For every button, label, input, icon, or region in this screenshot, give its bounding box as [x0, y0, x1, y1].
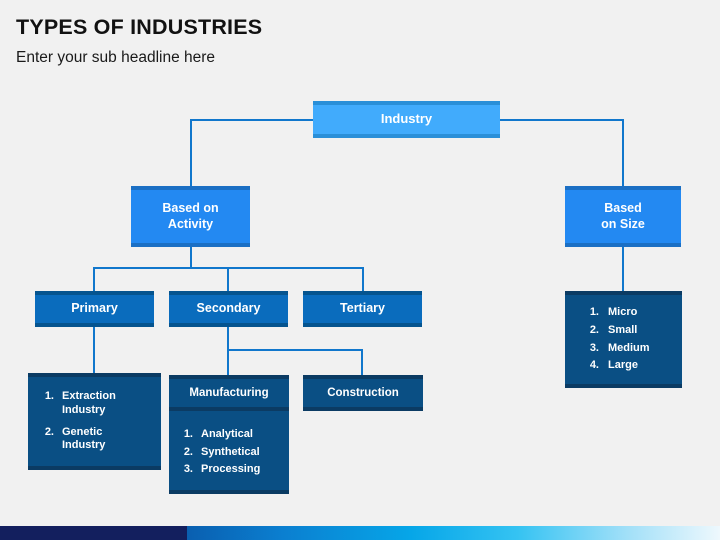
- node-edge-top: [565, 186, 681, 190]
- list-item-number: 4.: [589, 359, 599, 372]
- node-edge-top: [313, 101, 500, 105]
- connector-industry-to-activity-vertical: [190, 119, 192, 186]
- node-manufacturing[interactable]: Manufacturing: [169, 375, 289, 411]
- connector-industry-to-activity-horizontal: [190, 119, 314, 121]
- list-item-text: Synthetical: [201, 445, 260, 458]
- connector-secondary-drop: [227, 327, 229, 351]
- size-detail-list: 1. Micro 2. Small 3. Medium 4. Large: [565, 306, 682, 373]
- node-tertiary[interactable]: Tertiary: [303, 291, 422, 327]
- node-based-on-activity-label-line2: Activity: [167, 216, 214, 231]
- list-item-text-line2: Industry: [62, 403, 106, 416]
- list-item: 3. Processing: [181, 463, 261, 477]
- list-item-number: 3.: [183, 463, 193, 476]
- node-edge-bottom: [35, 323, 154, 327]
- node-manufacturing-label: Manufacturing: [189, 386, 269, 399]
- list-item-text: Genetic Industry: [62, 426, 105, 453]
- node-edge-bottom: [169, 407, 289, 411]
- node-secondary[interactable]: Secondary: [169, 291, 288, 327]
- list-item-text-line1: Extraction: [62, 390, 116, 403]
- list-item: 2. Genetic Industry: [40, 425, 106, 453]
- node-edge-bottom: [565, 243, 681, 247]
- manufacturing-detail-list: 1. Analytical 2. Synthetical 3. Processi…: [169, 428, 289, 477]
- list-item-number: 1.: [183, 428, 193, 441]
- node-edge-top: [131, 186, 250, 190]
- list-item-number: 1.: [44, 390, 54, 403]
- list-item-text: Micro: [608, 306, 638, 319]
- node-size-detail-list[interactable]: 1. Micro 2. Small 3. Medium 4. Large: [565, 291, 682, 388]
- list-item-text-line2: Industry: [62, 439, 106, 452]
- node-edge-bottom: [313, 134, 500, 138]
- connector-secondary-bus: [227, 349, 363, 351]
- connector-activity-drop: [190, 247, 192, 269]
- node-based-on-size[interactable]: Based on Size: [565, 186, 681, 247]
- node-primary-label: Primary: [71, 301, 118, 316]
- list-item-number: 1.: [589, 306, 599, 319]
- node-secondary-label: Secondary: [196, 301, 261, 316]
- node-based-on-activity[interactable]: Based on Activity: [131, 186, 250, 247]
- primary-detail-list: 1. Extraction Industry 2. Genetic Indust…: [28, 390, 161, 453]
- footer-bar-navy-segment: [0, 526, 187, 540]
- list-item-text: Small: [608, 323, 638, 336]
- node-edge-top: [35, 291, 154, 295]
- node-based-on-activity-label-line1: Based on: [162, 201, 219, 215]
- node-edge-top: [303, 291, 422, 295]
- node-construction-label: Construction: [327, 386, 399, 399]
- list-item-text: Large: [608, 359, 638, 372]
- list-item-number: 2.: [589, 323, 599, 336]
- list-item: 4. Large: [587, 359, 638, 373]
- connector-bus-to-tertiary: [362, 267, 364, 291]
- list-item: 3. Medium: [587, 342, 650, 356]
- connector-bus-to-manufacturing: [227, 349, 229, 375]
- connector-industry-to-size-horizontal: [500, 119, 624, 121]
- node-based-on-size-label-line2: on Size: [601, 216, 645, 231]
- node-based-on-size-label-line1: Based: [604, 201, 642, 215]
- list-item-text-line1: Genetic: [62, 425, 103, 438]
- node-edge-top: [169, 291, 288, 295]
- node-industry[interactable]: Industry: [313, 101, 500, 138]
- connector-bus-to-primary: [93, 267, 95, 291]
- list-item-text: Medium: [608, 341, 650, 354]
- node-edge-top: [303, 375, 423, 379]
- node-edge-top: [28, 373, 161, 377]
- node-edge-top: [169, 375, 289, 379]
- list-item-text: Analytical: [201, 428, 253, 441]
- node-industry-label: Industry: [380, 111, 433, 127]
- node-primary[interactable]: Primary: [35, 291, 154, 327]
- node-edge-bottom: [303, 323, 422, 327]
- node-edge-bottom: [169, 490, 289, 494]
- list-item: 1. Analytical: [181, 428, 253, 442]
- connector-bus-to-construction: [361, 349, 363, 375]
- node-manufacturing-detail-list[interactable]: 1. Analytical 2. Synthetical 3. Processi…: [169, 411, 289, 494]
- node-construction[interactable]: Construction: [303, 375, 423, 411]
- node-tertiary-label: Tertiary: [340, 301, 385, 316]
- page-title: TYPES OF INDUSTRIES: [16, 15, 263, 39]
- node-edge-bottom: [565, 384, 682, 388]
- list-item: 2. Synthetical: [181, 446, 260, 460]
- node-primary-detail-list[interactable]: 1. Extraction Industry 2. Genetic Indust…: [28, 373, 161, 470]
- list-item-number: 2.: [44, 425, 54, 438]
- node-edge-bottom: [169, 323, 288, 327]
- list-item-text: Processing: [201, 463, 261, 476]
- list-item: 2. Small: [587, 323, 638, 338]
- connector-size-to-list: [622, 247, 624, 291]
- list-item: 1. Extraction Industry: [40, 390, 116, 417]
- connector-bus-to-secondary: [227, 267, 229, 291]
- list-item-number: 3.: [589, 341, 599, 354]
- connector-primary-to-list: [93, 327, 95, 373]
- footer-bar-gradient-segment: [187, 526, 720, 540]
- connector-industry-to-size-vertical: [622, 119, 624, 186]
- list-item: 1. Micro: [587, 306, 638, 320]
- list-item-text: Extraction Industry: [62, 390, 116, 417]
- node-edge-bottom: [131, 243, 250, 247]
- node-edge-top: [565, 291, 682, 295]
- node-edge-bottom: [303, 407, 423, 411]
- footer-bar: [0, 526, 720, 540]
- page-subtitle: Enter your sub headline here: [16, 49, 216, 66]
- list-item-number: 2.: [183, 445, 193, 458]
- node-edge-bottom: [28, 466, 161, 470]
